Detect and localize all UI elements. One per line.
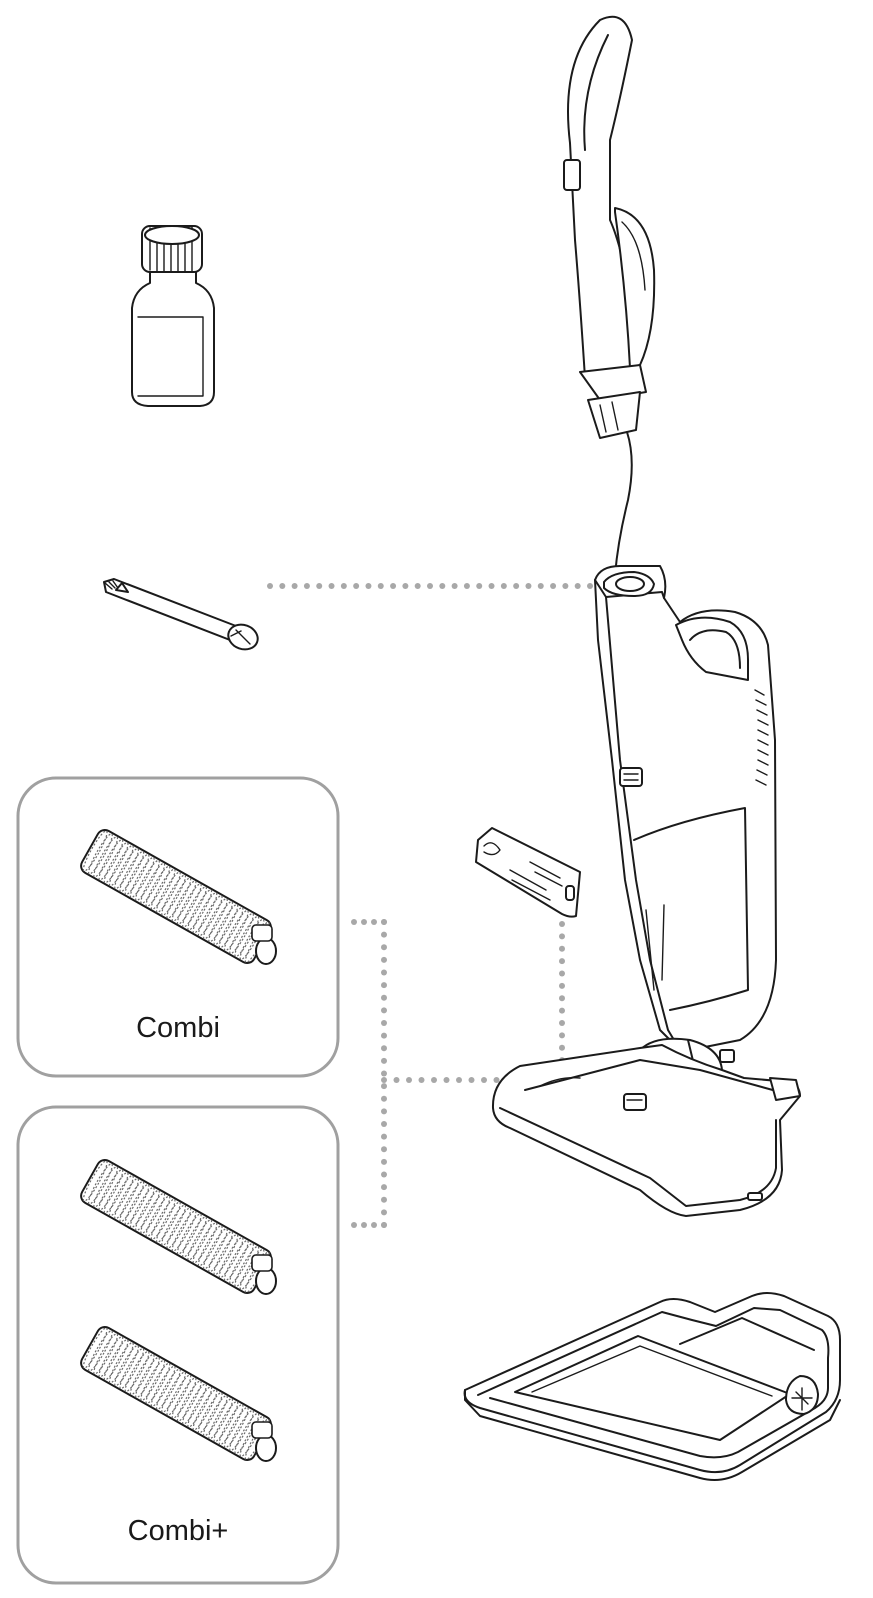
brush-roller-icon [80,1158,277,1295]
cleaning-fluid-bottle-icon [131,225,215,407]
roller-cleaning-tool-icon [475,827,581,918]
combi-label: Combi [136,1012,220,1044]
handle-rod-icon [103,578,259,651]
vacuum-mop-icon [491,15,801,1217]
parking-tray-icon [463,1292,841,1481]
brush-roller-icon [80,828,277,965]
combi-plus-box [16,1105,340,1585]
brush-roller-icon [80,1325,277,1462]
combi-plus-label: Combi+ [127,1515,229,1547]
